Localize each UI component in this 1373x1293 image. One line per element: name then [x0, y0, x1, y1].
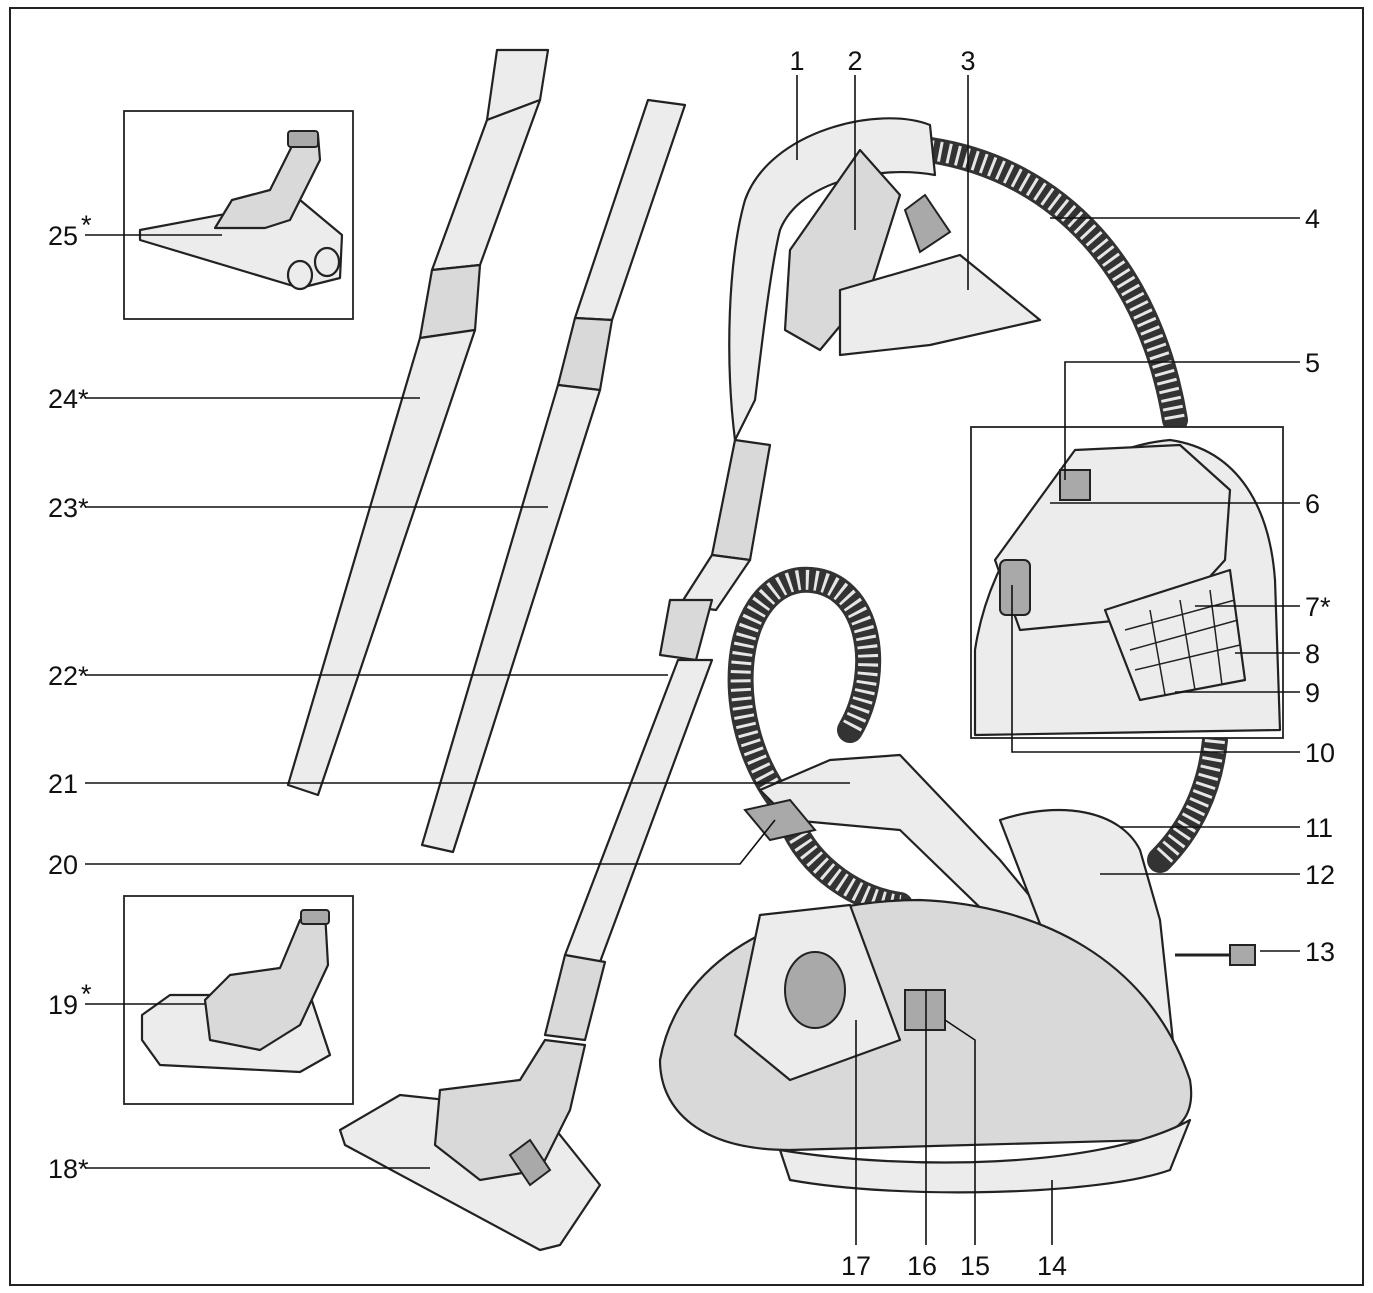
callout-24: 24*: [48, 384, 89, 414]
callout-7: 7*: [1305, 592, 1331, 622]
callout-20: 20: [48, 850, 78, 880]
callout-15: 15: [960, 1251, 990, 1281]
callout-25-asterisk: *: [81, 210, 92, 240]
callout-1: 1: [789, 46, 804, 76]
callout-10: 10: [1305, 738, 1335, 768]
diagram-frame: [9, 7, 1364, 1286]
callout-22: 22*: [48, 661, 89, 691]
callout-25: 25: [48, 221, 78, 251]
hose-handle-1-2: [728, 117, 1042, 442]
callout-21: 21: [48, 769, 78, 799]
callout-5: 5: [1305, 348, 1320, 378]
power-plug-13: [1175, 944, 1256, 966]
callout-17: 17: [841, 1251, 871, 1281]
callout-23: 23*: [48, 493, 89, 523]
callout-8: 8: [1305, 639, 1320, 669]
callout-labels: 1 2 3 4 5 6 7* 8 9 10 11 12 13 14 15 16 …: [48, 46, 1335, 1281]
callout-2: 2: [847, 46, 862, 76]
callout-9: 9: [1305, 678, 1320, 708]
callout-3: 3: [960, 46, 975, 76]
leader-lines: [85, 75, 1300, 1245]
callout-11: 11: [1305, 813, 1333, 843]
telescopic-tube-23: [420, 98, 687, 854]
inset-exhaust-filter: [970, 426, 1284, 739]
telescopic-tube-24: [286, 48, 550, 797]
callout-4: 4: [1305, 204, 1320, 234]
callout-19: 19: [48, 990, 78, 1020]
callout-18: 18*: [48, 1154, 89, 1184]
wand-22: [543, 438, 772, 1042]
callout-14: 14: [1037, 1251, 1067, 1281]
inset-25-parquet-nozzle: [123, 110, 354, 320]
callout-12: 12: [1305, 860, 1335, 890]
inset-19-floor-nozzle: [123, 895, 354, 1105]
callout-6: 6: [1305, 489, 1320, 519]
callout-16: 16: [907, 1251, 937, 1281]
floor-nozzle-18: [338, 1038, 602, 1252]
callout-13: 13: [1305, 937, 1335, 967]
callout-19-asterisk: *: [81, 979, 92, 1009]
hose-loop-lower: [727, 566, 913, 918]
